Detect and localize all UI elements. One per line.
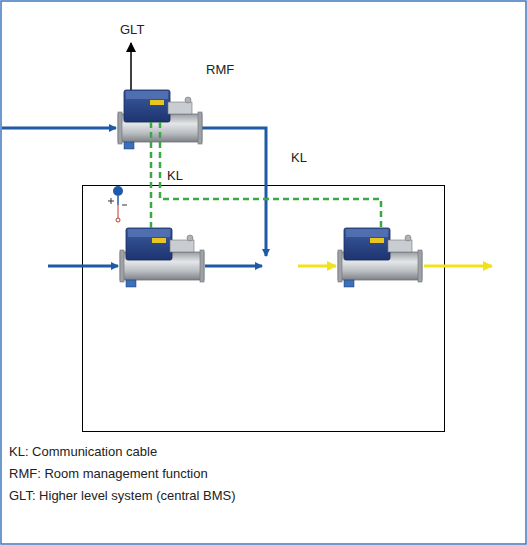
extract-air-arrow xyxy=(298,265,336,268)
glt-arrow xyxy=(130,43,132,90)
legend-note: GLT: Higher level system (central BMS) xyxy=(9,488,236,504)
supply-air-arrow xyxy=(205,265,262,268)
system-label: GLT xyxy=(120,22,144,38)
vav-controller xyxy=(338,228,422,287)
supply-air-arrow xyxy=(202,128,266,256)
extract-air-arrow xyxy=(424,265,492,268)
vav-controller xyxy=(120,228,204,287)
supply-air-arrow xyxy=(2,127,116,130)
supply-air-arrow xyxy=(48,265,118,268)
room-sensor-symbol xyxy=(108,186,127,222)
device-label: RMF xyxy=(206,62,234,78)
communication-cable xyxy=(150,122,153,228)
vav-controller xyxy=(118,90,202,149)
communication-cable xyxy=(160,122,381,228)
cable-label: KL xyxy=(167,168,183,184)
room-outline xyxy=(83,186,445,432)
legend-note: KL: Communication cable xyxy=(9,444,157,460)
legend-note: RMF: Room management function xyxy=(9,466,208,482)
cable-label: KL xyxy=(291,150,307,166)
